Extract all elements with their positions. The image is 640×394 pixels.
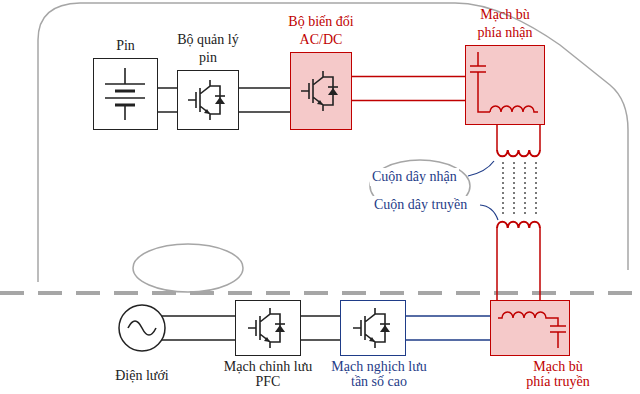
node-label: Mạch bù phía nhận (469, 6, 541, 42)
wire-connector (162, 316, 235, 340)
wire-connector (406, 316, 490, 340)
battery-symbol (115, 91, 135, 105)
node-caption: Mạch bù phía nhận (469, 6, 541, 42)
leader-line (480, 205, 498, 220)
battery-box: Pin (93, 58, 158, 130)
igbt-symbol (188, 80, 225, 120)
wire-connector (352, 77, 465, 101)
node-label: Pin (91, 37, 161, 55)
source-outline (118, 304, 166, 352)
battery-symbol (105, 68, 145, 120)
node-caption: Pin (91, 37, 161, 55)
highlight-fill (465, 45, 545, 125)
inverter-box: Mạch nghịch lưu tần số cao (340, 300, 406, 356)
igbt-symbol (248, 308, 285, 348)
sine-symbol (128, 321, 156, 335)
node-label: Bộ quản lý pin (168, 31, 248, 67)
inductor-symbol (490, 106, 538, 112)
node-caption: Mạch bù phía truyền (522, 359, 594, 389)
inductor-symbol (498, 312, 558, 326)
capacitor-symbol (550, 326, 566, 348)
transmitter-coil (497, 222, 540, 228)
node-label: Bộ biến đổi AC/DC (281, 13, 361, 49)
bms-box: Bộ quản lý pin (177, 70, 239, 130)
node-label: Mạch nghịch lưu tần số cao (325, 359, 433, 389)
node-label: Điện lưới (102, 368, 182, 383)
source-circle (119, 305, 165, 351)
node-label: Mạch bù phía truyền (522, 359, 594, 389)
igbt-symbol (353, 308, 390, 348)
compensation-box: Mạch bù phía truyền (490, 300, 570, 356)
wire-connector (239, 88, 290, 112)
highlight-fill (290, 52, 352, 130)
wire-connector (301, 316, 340, 340)
wire-connector (158, 88, 177, 112)
capacitor-symbol (470, 52, 490, 112)
node-caption: Mạch chỉnh lưu PFC (216, 359, 320, 389)
compensation-box: Mạch bù phía nhận (465, 45, 545, 125)
node-caption: Mạch nghịch lưu tần số cao (325, 359, 433, 389)
converter-box: Bộ biến đổi AC/DC (290, 52, 352, 130)
coil-label: Cuộn dây nhận (370, 168, 459, 186)
node-caption: Điện lưới (102, 368, 182, 383)
leader-line (468, 161, 494, 176)
node-caption: Bộ quản lý pin (168, 31, 248, 67)
ac-source: Điện lưới (118, 304, 166, 352)
coupling-lines (503, 162, 536, 216)
receiver-coil (497, 150, 540, 156)
highlight-fill (490, 300, 570, 356)
ground-line (0, 291, 640, 295)
node-caption: Bộ biến đổi AC/DC (281, 13, 361, 49)
coil-label: Cuộn dây truyền (372, 196, 469, 214)
coil-wire (497, 125, 540, 300)
igbt-symbol (301, 71, 338, 111)
node-label: Mạch chỉnh lưu PFC (216, 359, 320, 389)
car-wheel (133, 244, 243, 292)
pfc-box: Mạch chỉnh lưu PFC (235, 300, 301, 356)
